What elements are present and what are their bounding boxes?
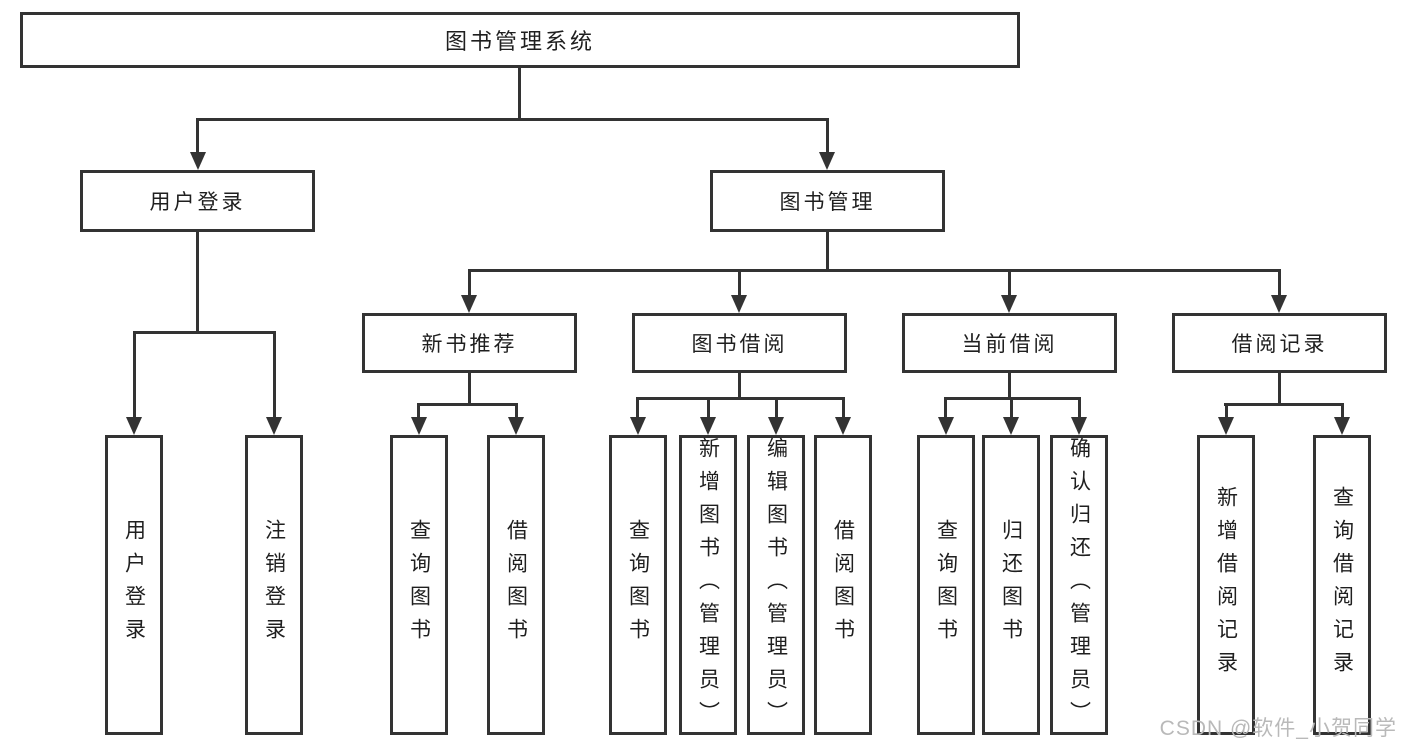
node-label: 用户登录: [122, 519, 146, 651]
node-label: 新书推荐: [421, 333, 518, 356]
node-user-login: 用户登录: [80, 170, 315, 232]
node-search-borrow-record: 查询借阅记录: [1313, 435, 1371, 735]
connector-line: [1278, 373, 1281, 406]
node-label: 新增借阅记录: [1214, 486, 1238, 684]
node-label: 用户登录: [149, 191, 246, 214]
arrow-down-icon: [1071, 417, 1087, 435]
arrow-down-icon: [731, 295, 747, 313]
node-label: 借阅图书: [831, 519, 855, 651]
connector-line: [1341, 403, 1344, 421]
connector-line: [468, 373, 471, 406]
node-label: 图书管理: [779, 191, 876, 214]
connector-line: [636, 397, 845, 400]
connector-line: [826, 232, 829, 272]
node-confirm-return-admin: 确认归还（管理员）: [1050, 435, 1108, 735]
node-borrowing-records: 借阅记录: [1172, 313, 1387, 373]
connector-line: [515, 403, 518, 421]
node-label: 归还图书: [999, 519, 1023, 651]
connector-line: [1225, 403, 1228, 421]
arrow-down-icon: [411, 417, 427, 435]
node-add-borrow-record: 新增借阅记录: [1197, 435, 1255, 735]
connector-line: [133, 331, 136, 421]
node-search-books-borrowing: 查询图书: [609, 435, 667, 735]
arrow-down-icon: [1334, 417, 1350, 435]
connector-line: [1008, 269, 1011, 299]
arrow-down-icon: [266, 417, 282, 435]
connector-line: [133, 331, 275, 334]
node-book-borrowing: 图书借阅: [632, 313, 847, 373]
arrow-down-icon: [835, 417, 851, 435]
node-new-book-recommendation: 新书推荐: [362, 313, 577, 373]
connector-line: [775, 397, 778, 421]
node-library-management-system: 图书管理系统: [20, 12, 1020, 68]
connector-line: [738, 269, 741, 299]
arrow-down-icon: [1218, 417, 1234, 435]
arrow-down-icon: [819, 152, 835, 170]
connector-line: [518, 68, 521, 121]
node-label: 借阅记录: [1231, 333, 1328, 356]
node-label: 查询图书: [407, 519, 431, 651]
arrow-down-icon: [630, 417, 646, 435]
node-return-books: 归还图书: [982, 435, 1040, 735]
connector-line: [273, 331, 276, 421]
connector-line: [468, 269, 471, 299]
node-label: 查询图书: [934, 519, 958, 651]
node-book-management: 图书管理: [710, 170, 945, 232]
node-label: 查询图书: [626, 519, 650, 651]
node-label: 图书管理系统: [444, 29, 595, 54]
connector-line: [707, 397, 710, 421]
arrow-down-icon: [190, 152, 206, 170]
connector-line: [1010, 397, 1013, 421]
connector-line: [944, 397, 947, 421]
connector-line: [1008, 373, 1011, 400]
connector-line: [196, 118, 829, 121]
arrow-down-icon: [508, 417, 524, 435]
node-label: 当前借阅: [961, 333, 1058, 356]
connector-line: [636, 397, 639, 421]
node-label: 注销登录: [262, 519, 286, 651]
node-add-book-admin: 新增图书（管理员）: [679, 435, 737, 735]
connector-line: [196, 118, 199, 154]
arrow-down-icon: [1003, 417, 1019, 435]
arrow-down-icon: [126, 417, 142, 435]
node-label: 确认归还（管理员）: [1067, 436, 1091, 734]
node-borrow-books-borrowing: 借阅图书: [814, 435, 872, 735]
node-user-login-leaf: 用户登录: [105, 435, 163, 735]
node-search-books-current: 查询图书: [917, 435, 975, 735]
connector-line: [196, 232, 199, 334]
csdn-watermark: CSDN @软件_小贺同学: [1159, 717, 1397, 740]
node-label: 借阅图书: [504, 519, 528, 651]
arrow-down-icon: [461, 295, 477, 313]
arrow-down-icon: [700, 417, 716, 435]
node-logout: 注销登录: [245, 435, 303, 735]
node-label: 查询借阅记录: [1330, 486, 1354, 684]
connector-line: [417, 403, 420, 421]
connector-line: [1224, 403, 1344, 406]
arrow-down-icon: [1001, 295, 1017, 313]
connector-line: [468, 269, 1281, 272]
connector-line: [1078, 397, 1081, 421]
connector-line: [826, 118, 829, 154]
node-borrow-books-recommend: 借阅图书: [487, 435, 545, 735]
node-edit-book-admin: 编辑图书（管理员）: [747, 435, 805, 735]
node-search-books-recommend: 查询图书: [390, 435, 448, 735]
connector-line: [1278, 269, 1281, 299]
connector-line: [738, 373, 741, 400]
arrow-down-icon: [768, 417, 784, 435]
node-current-borrowing: 当前借阅: [902, 313, 1117, 373]
connector-line: [417, 403, 518, 406]
node-label: 图书借阅: [691, 333, 788, 356]
arrow-down-icon: [1271, 295, 1287, 313]
node-label: 新增图书（管理员）: [696, 436, 720, 734]
connector-line: [842, 397, 845, 421]
node-label: 编辑图书（管理员）: [764, 436, 788, 734]
arrow-down-icon: [938, 417, 954, 435]
